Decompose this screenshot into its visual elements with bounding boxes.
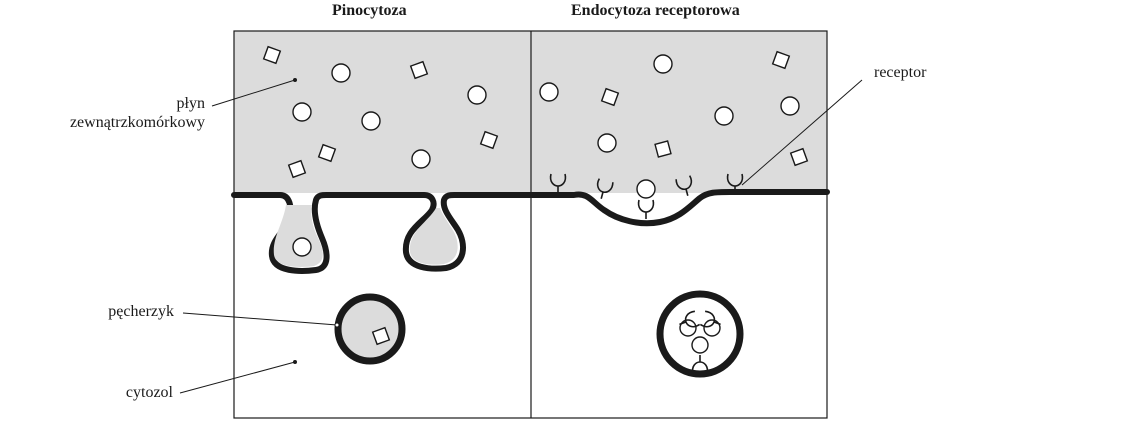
extracellular-fluid-left [234, 31, 531, 193]
particle-circle [714, 106, 734, 126]
leader-dot-cytosol [293, 360, 297, 364]
label-extracellular-fluid-2: zewnątrzkomórkowy [55, 113, 205, 132]
bud-fill-2 [409, 208, 458, 265]
particle-square [287, 159, 307, 179]
particle-circle [636, 179, 656, 199]
label-extracellular-line1: płyn [176, 95, 205, 112]
particle-circle [539, 82, 559, 102]
label-extracellular-fluid: płyn [110, 94, 205, 113]
leader-extracellular [211, 79, 296, 107]
label-cytosol: cytozol [125, 384, 173, 401]
particle-square [409, 60, 429, 80]
particle-square [371, 326, 391, 346]
leader-receptor [741, 79, 863, 186]
title-receptor-endocytosis: Endocytoza receptorowa [571, 2, 740, 19]
leader-cytosol [179, 361, 296, 394]
vesicle-pinocytosis [334, 293, 406, 365]
receptor-icon [691, 355, 709, 375]
receptor-icon [675, 175, 693, 196]
particle-circle [653, 54, 673, 74]
ligand-circle [691, 336, 709, 354]
leader-dot-vesicle [334, 322, 340, 328]
receptor-icon [726, 173, 744, 193]
label-vesicle: pęcherzyk [108, 303, 174, 320]
particle-circle [780, 96, 800, 116]
label-receptor: receptor [874, 64, 927, 81]
receptor-icon [549, 173, 567, 193]
ligand-circle [703, 319, 721, 337]
title-pinocytosis: Pinocytoza [332, 2, 407, 19]
dissolved-particles-squares [262, 45, 809, 346]
receptor-icon [679, 310, 701, 328]
particle-square [654, 140, 672, 158]
receptor-icon [699, 310, 721, 328]
particle-circle [292, 102, 312, 122]
particle-circle [292, 237, 312, 257]
receptors [549, 173, 744, 375]
membrane-left [231, 191, 534, 274]
receptor-icon [596, 178, 614, 199]
particle-square [771, 50, 791, 70]
label-extracellular-line2: zewnątrzkomórkowy [69, 114, 205, 131]
particle-circle [361, 111, 381, 131]
leader-dot-extracellular [293, 78, 297, 82]
particle-circle [597, 133, 617, 153]
membrane-right [528, 189, 830, 227]
particle-circle [467, 85, 487, 105]
receptor-icon [637, 199, 655, 219]
particle-square [317, 143, 337, 163]
particle-square [600, 87, 620, 107]
particle-circle [411, 149, 431, 169]
particle-square [479, 130, 499, 150]
particle-circle [331, 63, 351, 83]
particle-square [262, 45, 282, 65]
leader-vesicle [182, 312, 338, 326]
particle-square [789, 147, 809, 167]
vesicle-receptor [656, 290, 744, 378]
ligand-circle [679, 319, 697, 337]
dissolved-particles-circles [292, 54, 800, 354]
